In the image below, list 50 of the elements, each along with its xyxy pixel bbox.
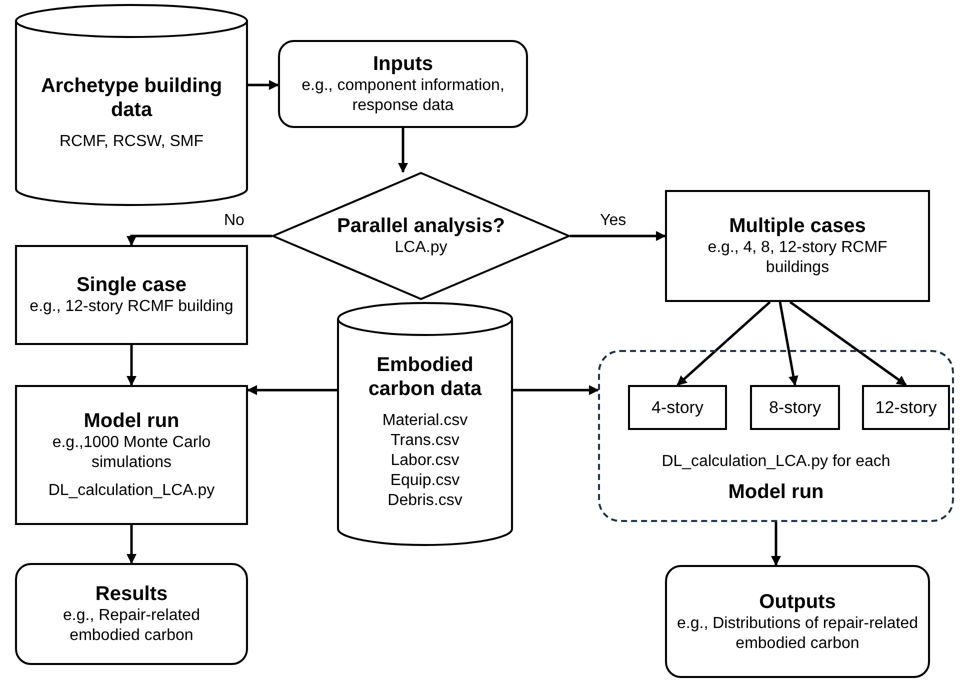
node-text: RCMF, RCSW, SMF [60, 132, 204, 152]
arrow [778, 302, 798, 386]
node-text: 4-story [652, 396, 704, 418]
arrow [126, 525, 136, 564]
arrow [126, 345, 136, 386]
node-text: Trans.csv [390, 431, 460, 451]
node-text: e.g., Distributions of repair-related embodied carbon [677, 614, 918, 654]
process-box [862, 385, 950, 430]
arrow [126, 234, 272, 246]
node-heading: Single case [76, 273, 187, 297]
node-text: LCA.py [394, 238, 448, 258]
process-box [750, 385, 840, 430]
node-heading: Model run [728, 480, 824, 504]
node-heading: Multiple cases [729, 214, 866, 238]
node-text: e.g., 4, 8, 12-story RCMF buildings [706, 238, 888, 278]
node-text: DL_calculation_LCA.py for each [662, 452, 890, 472]
rounded-box [665, 565, 930, 678]
dashed-group-box [598, 350, 954, 522]
arrow [398, 128, 408, 173]
node-text: Equip.csv [390, 471, 460, 491]
node-text: DL_calculation_LCA.py [48, 481, 215, 501]
node-text: e.g., 12-story RCMF building [30, 297, 234, 317]
node-text: Material.csv [382, 411, 468, 431]
node-text: e.g., component information, response data [300, 76, 506, 116]
node-heading: Embodied carbon data [367, 353, 483, 401]
node-heading: Model run [84, 409, 180, 433]
node-text: 12-story [875, 396, 937, 418]
rounded-box [15, 563, 248, 665]
node-text: e.g.,1000 Monte Carlo simulations [51, 433, 212, 473]
node-heading: Archetype building data [40, 74, 224, 122]
node-text: Debris.csv [388, 491, 462, 511]
arrow [247, 385, 337, 396]
node-heading: Outputs [759, 590, 836, 614]
arrow [570, 231, 666, 241]
arrow [513, 385, 599, 396]
node-heading: Results [95, 582, 168, 606]
process-box [15, 245, 248, 345]
rounded-box [278, 40, 528, 128]
node-heading: Inputs [373, 52, 433, 76]
node-text: e.g., Repair-related embodied carbon [62, 606, 201, 646]
process-box [15, 385, 248, 525]
arrow [676, 301, 771, 386]
process-box [628, 385, 727, 430]
arrow [248, 80, 279, 90]
node-heading: Parallel analysis? [337, 214, 505, 238]
node-text: 8-story [769, 396, 821, 418]
node-text: Labor.csv [390, 451, 460, 471]
arrow [789, 300, 907, 386]
process-box [665, 190, 930, 302]
arrow [771, 522, 781, 566]
